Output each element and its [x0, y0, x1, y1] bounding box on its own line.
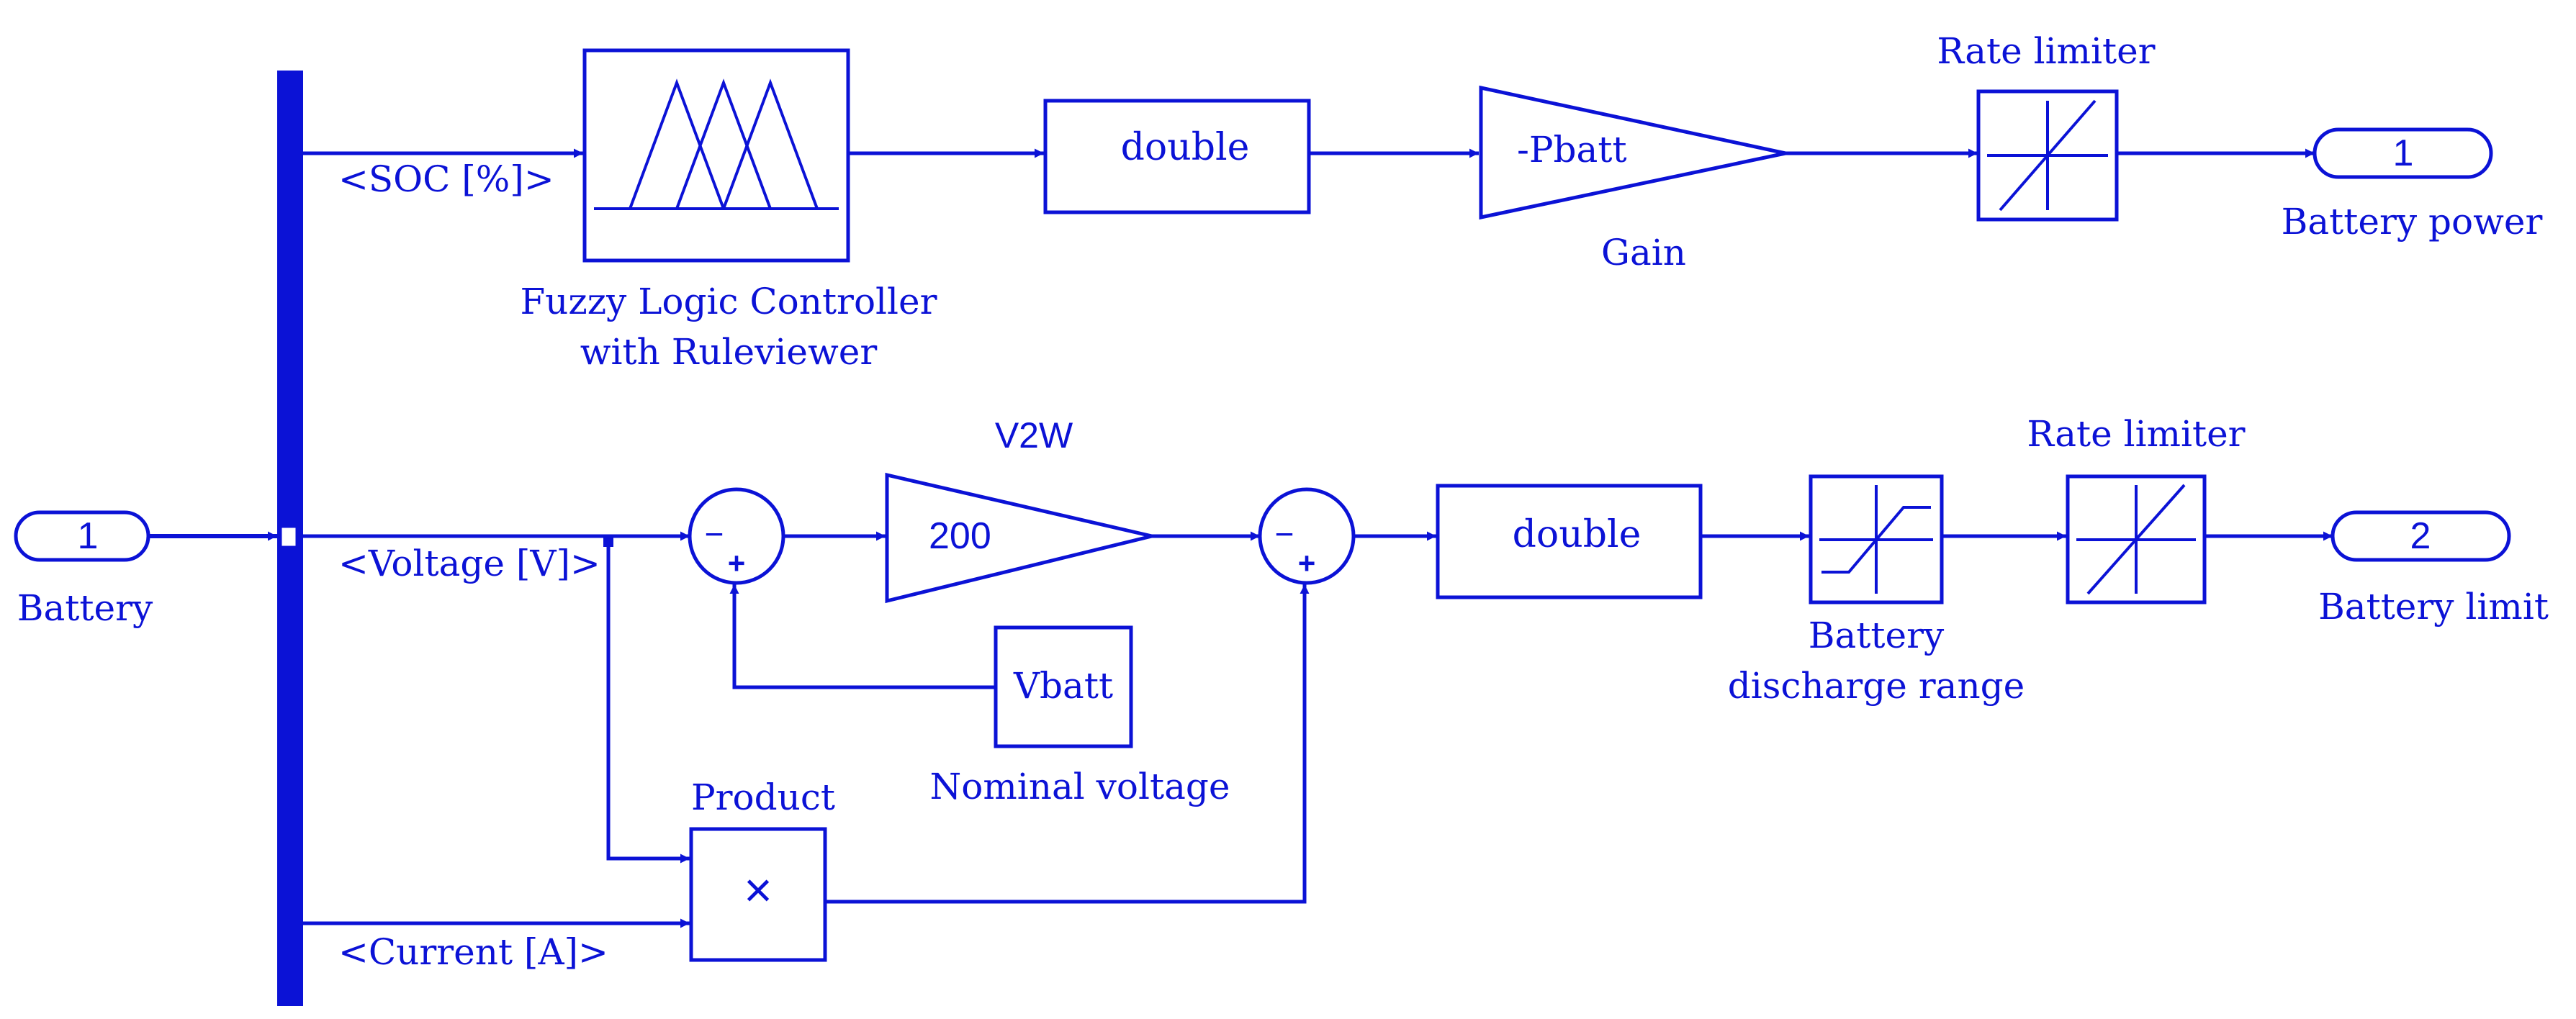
- outport-number: 2: [2410, 515, 2431, 557]
- membership-functions-icon: [594, 78, 839, 210]
- outport-label: Battery limit: [2318, 586, 2549, 628]
- convert-double-mid-text: double: [1513, 513, 1641, 556]
- saturation-icon: [1819, 485, 1933, 594]
- saturation-label-line1: Battery: [1809, 615, 1945, 656]
- rate-limiter-top-label: Rate limiter: [1937, 30, 2155, 72]
- wire-vbatt-to-sum1: [729, 584, 995, 689]
- product-label: Product: [691, 776, 835, 818]
- outport-battery-limit[interactable]: 2: [2330, 510, 2511, 562]
- v2w-gain-block[interactable]: 200: [885, 472, 1153, 604]
- connection-lines: [148, 148, 2333, 928]
- product-block[interactable]: ×: [689, 827, 827, 962]
- wire-voltage-to-product: [606, 542, 690, 864]
- rate-limiter-icon: [2076, 484, 2196, 595]
- branch-point: [603, 537, 613, 547]
- sum1-sign-plus: +: [728, 546, 746, 580]
- product-symbol: ×: [744, 863, 773, 918]
- wire-product-to-sum2: [825, 584, 1310, 904]
- convert-double-top-block[interactable]: double: [1043, 99, 1311, 214]
- saturation-label-line2: discharge range: [1728, 665, 2025, 707]
- inport-label: Battery: [17, 587, 153, 629]
- rate-limiter-mid-label: Rate limiter: [2027, 413, 2245, 455]
- sum2-sign-plus: +: [1298, 546, 1316, 580]
- signal-voltage-label: <Voltage [V]>: [338, 543, 600, 584]
- bus-selector-port: [279, 525, 298, 548]
- fuzzy-label-line1: Fuzzy Logic Controller: [520, 281, 937, 322]
- constant-label: Nominal voltage: [930, 766, 1230, 807]
- gain-label: Gain: [1601, 232, 1686, 273]
- sum1-sign-minus: −: [705, 515, 724, 553]
- outport-label: Battery power: [2282, 201, 2543, 243]
- signal-current-label: <Current [A]>: [338, 931, 608, 973]
- rate-limiter-mid-block[interactable]: [2066, 474, 2207, 604]
- inport-battery[interactable]: 1: [14, 510, 150, 562]
- rate-limiter-icon: [1987, 99, 2108, 212]
- saturation-block[interactable]: [1809, 474, 1944, 604]
- convert-double-mid-block[interactable]: double: [1436, 484, 1703, 599]
- fuzzy-logic-controller-block[interactable]: [582, 48, 850, 263]
- v2w-value: 200: [929, 515, 991, 557]
- convert-double-top-text: double: [1121, 126, 1250, 169]
- v2w-label: V2W: [995, 415, 1073, 456]
- outport-battery-power[interactable]: 1: [2312, 127, 2493, 179]
- signal-soc-label: <SOC [%]>: [338, 158, 554, 200]
- rate-limiter-top-block[interactable]: [1976, 89, 2119, 222]
- gain-value: -Pbatt: [1517, 129, 1627, 171]
- sum1-block[interactable]: − +: [688, 487, 785, 585]
- fuzzy-label-line2: with Ruleviewer: [580, 331, 878, 373]
- inport-number: 1: [78, 515, 99, 557]
- outport-number: 1: [2393, 132, 2414, 174]
- constant-vbatt-block[interactable]: Vbatt: [994, 625, 1133, 748]
- sum2-block[interactable]: − +: [1258, 487, 1356, 585]
- gain-block[interactable]: -Pbatt: [1479, 85, 1786, 220]
- constant-value: Vbatt: [1013, 665, 1113, 707]
- sum2-sign-minus: −: [1275, 515, 1294, 553]
